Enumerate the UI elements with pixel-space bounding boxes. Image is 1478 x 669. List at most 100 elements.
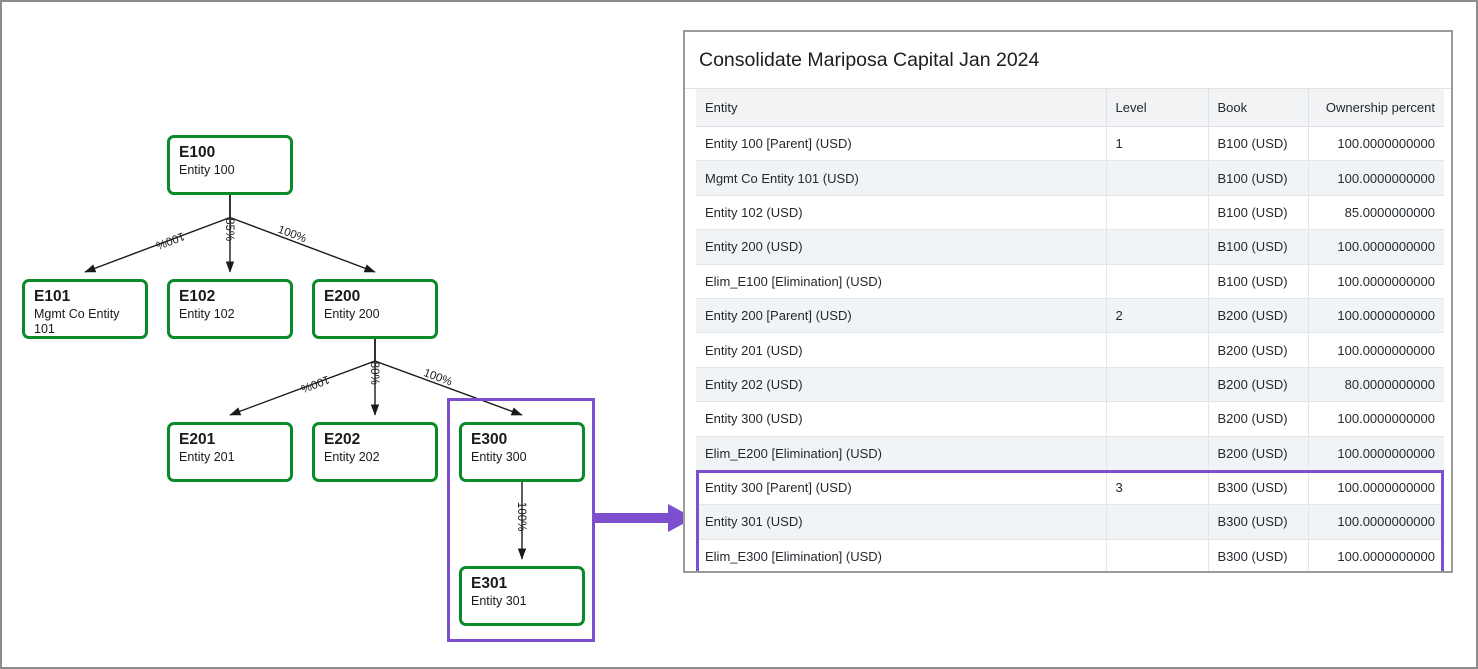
table-row[interactable]: Entity 201 (USD) B200 (USD)100.0000000000 bbox=[696, 332, 1444, 368]
column-header-level[interactable]: Level bbox=[1106, 89, 1209, 127]
table-header-row: Entity Level Book Ownership percent bbox=[696, 89, 1444, 127]
table-row[interactable]: Elim_E100 [Elimination] (USD)B100 (USD)1… bbox=[696, 264, 1444, 299]
entity-node-code: E201 bbox=[179, 431, 216, 448]
cell-ownership-percent: 100.0000000000 bbox=[1308, 504, 1444, 540]
cell-book: B200 (USD) bbox=[1208, 332, 1309, 368]
cell-ownership-percent: 100.0000000000 bbox=[1308, 332, 1444, 368]
cell-ownership-percent: 100.0000000000 bbox=[1308, 264, 1444, 299]
column-header-ownership-percent[interactable]: Ownership percent bbox=[1308, 89, 1444, 127]
entity-node-code: E100 bbox=[179, 144, 216, 161]
cell-level bbox=[1106, 195, 1209, 231]
cell-level bbox=[1106, 504, 1209, 540]
cell-level bbox=[1106, 539, 1209, 571]
column-header-book[interactable]: Book bbox=[1208, 89, 1309, 127]
table-row[interactable]: Elim_E300 [Elimination] (USD)B300 (USD)1… bbox=[696, 539, 1444, 571]
diagram-highlight-box bbox=[447, 398, 595, 642]
cell-level bbox=[1106, 367, 1209, 403]
page-title: Consolidate Mariposa Capital Jan 2024 bbox=[685, 32, 1451, 89]
cell-book: B200 (USD) bbox=[1208, 401, 1309, 437]
cell-entity: Entity 100 [Parent] (USD) bbox=[696, 126, 1107, 162]
entity-node-code: E202 bbox=[324, 431, 361, 448]
cell-book: B300 (USD) bbox=[1208, 539, 1309, 571]
entity-node-name: Entity 102 bbox=[179, 307, 235, 321]
table-row[interactable]: Entity 200 (USD)B100 (USD)100.0000000000 bbox=[696, 229, 1444, 265]
cell-entity: Entity 200 (USD) bbox=[696, 229, 1107, 265]
edge-label-e100-e102: 85% bbox=[223, 218, 235, 241]
cell-level bbox=[1106, 436, 1209, 471]
entity-node-name: Entity 202 bbox=[324, 450, 380, 464]
edge-e100-to-e200 bbox=[229, 195, 376, 273]
cell-ownership-percent: 85.0000000000 bbox=[1308, 195, 1444, 231]
table-row[interactable]: Entity 202 (USD) B200 (USD)80.0000000000 bbox=[696, 367, 1444, 403]
cell-ownership-percent: 100.0000000000 bbox=[1308, 436, 1444, 471]
table-row[interactable]: Entity 301 (USD)B300 (USD)100.0000000000 bbox=[696, 504, 1444, 540]
cell-level: 1 bbox=[1106, 126, 1209, 162]
cell-ownership-percent: 100.0000000000 bbox=[1308, 539, 1444, 571]
table-row[interactable]: Entity 102 (USD)B100 (USD)85.0000000000 bbox=[696, 195, 1444, 231]
cell-level bbox=[1106, 332, 1209, 368]
entity-node-name: Entity 100 bbox=[179, 163, 235, 177]
cell-ownership-percent: 100.0000000000 bbox=[1308, 229, 1444, 265]
cell-ownership-percent: 100.0000000000 bbox=[1308, 160, 1444, 196]
cell-entity: Entity 300 (USD) bbox=[696, 401, 1107, 437]
cell-book: B100 (USD) bbox=[1208, 160, 1309, 196]
cell-book: B200 (USD) bbox=[1208, 367, 1309, 403]
grid-container: Entity Level Book Ownership percent Enti… bbox=[685, 89, 1451, 571]
cell-entity: Entity 300 [Parent] (USD) bbox=[696, 470, 1107, 506]
cell-entity: Entity 301 (USD) bbox=[696, 504, 1107, 540]
cell-level: 3 bbox=[1106, 470, 1209, 506]
entity-node-code: E101 bbox=[34, 288, 71, 305]
diagram-edges: 100%85%100%100%80%100%100% bbox=[84, 195, 527, 560]
entity-node-name: Entity 201 bbox=[179, 450, 235, 464]
edge-label-e200-e202: 80% bbox=[368, 362, 380, 385]
edge-e200-to-e300 bbox=[374, 339, 523, 416]
cell-ownership-percent: 100.0000000000 bbox=[1308, 470, 1444, 506]
edge-e200-to-e201 bbox=[229, 339, 376, 416]
diagram-to-table-arrow bbox=[592, 504, 694, 532]
cell-entity: Elim_E200 [Elimination] (USD) bbox=[696, 436, 1107, 471]
cell-book: B200 (USD) bbox=[1208, 436, 1309, 471]
cell-ownership-percent: 100.0000000000 bbox=[1308, 298, 1444, 334]
cell-entity: Entity 202 (USD) bbox=[696, 367, 1107, 403]
entity-node-name: Entity 300 bbox=[471, 450, 527, 464]
edge-e100-to-e101 bbox=[84, 195, 231, 273]
cell-book: B200 (USD) bbox=[1208, 298, 1309, 334]
table-row[interactable]: Elim_E200 [Elimination] (USD) B200 (USD)1… bbox=[696, 436, 1444, 471]
cell-ownership-percent: 80.0000000000 bbox=[1308, 367, 1444, 403]
cell-entity: Entity 102 (USD) bbox=[696, 195, 1107, 231]
edge-label-e100-e200: 100% bbox=[276, 224, 308, 246]
entity-node-code: E301 bbox=[471, 575, 508, 592]
consolidation-table: Entity Level Book Ownership percent Enti… bbox=[696, 89, 1444, 571]
edge-label-e100-e101: 100% bbox=[154, 229, 186, 251]
cell-ownership-percent: 100.0000000000 bbox=[1308, 401, 1444, 437]
cell-level bbox=[1106, 401, 1209, 437]
cell-level: 2 bbox=[1106, 298, 1209, 334]
entity-node-code: E200 bbox=[324, 288, 361, 305]
cell-book: B100 (USD) bbox=[1208, 126, 1309, 162]
entity-node-code: E300 bbox=[471, 431, 508, 448]
cell-entity: Elim_E100 [Elimination] (USD) bbox=[696, 264, 1107, 299]
entity-node-name: Entity 200 bbox=[324, 307, 380, 321]
column-header-entity[interactable]: Entity bbox=[696, 89, 1107, 127]
table-row[interactable]: Mgmt Co Entity 101 (USD)B100 (USD)100.00… bbox=[696, 160, 1444, 196]
cell-level bbox=[1106, 229, 1209, 265]
edge-label-e300-e301: 100% bbox=[515, 502, 527, 531]
cell-entity: Entity 201 (USD) bbox=[696, 332, 1107, 368]
cell-level bbox=[1106, 264, 1209, 299]
table-row[interactable]: Entity 300 (USD) B200 (USD)100.0000000000 bbox=[696, 401, 1444, 437]
cell-book: B300 (USD) bbox=[1208, 470, 1309, 506]
